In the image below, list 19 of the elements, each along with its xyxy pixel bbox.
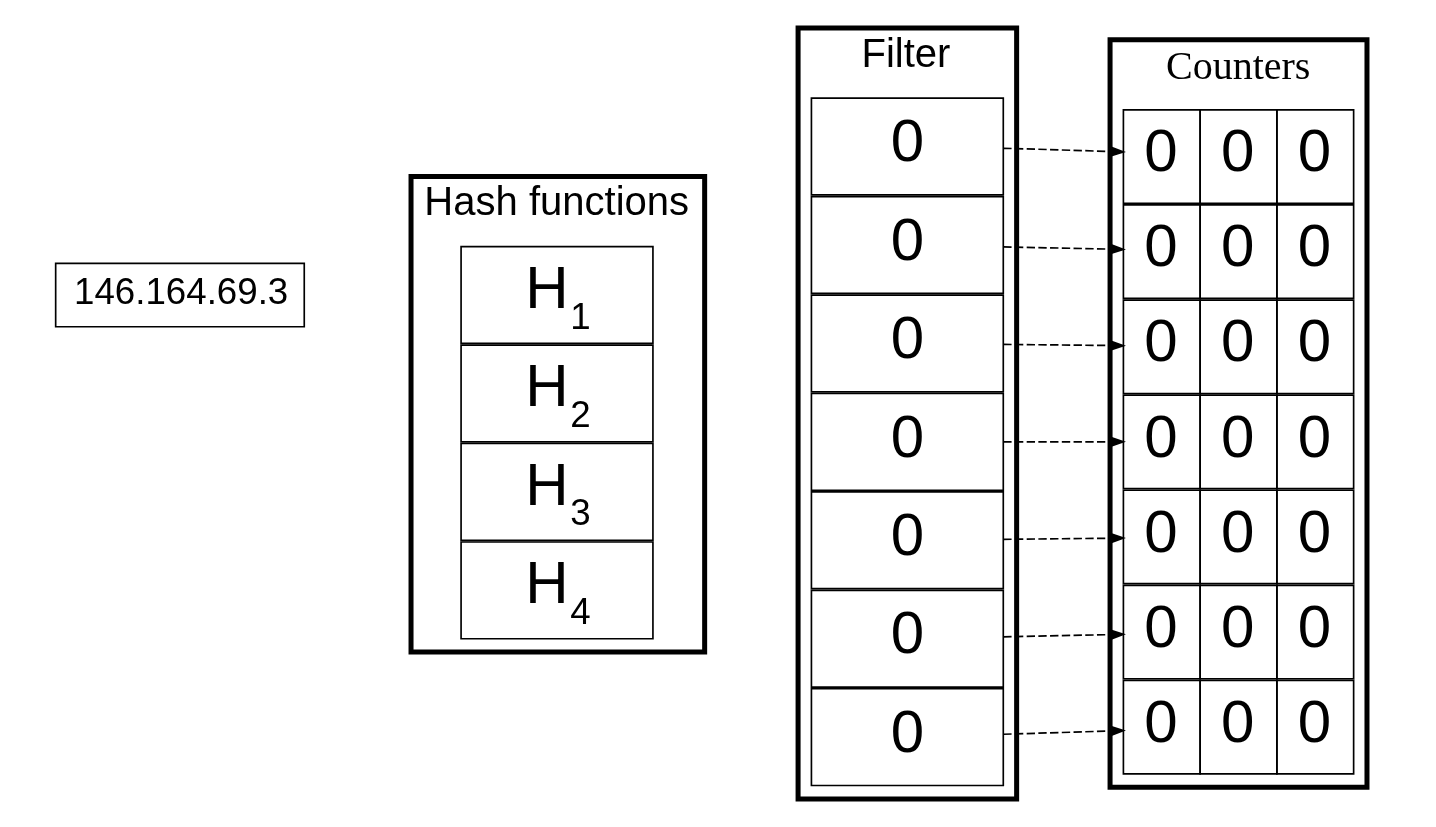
node-box: H$_{2}$ (460, 344, 654, 443)
arrow (1002, 725, 1126, 737)
node-box: 0 (810, 97, 1005, 196)
node-box: 0 (810, 687, 1005, 787)
arrow (1002, 243, 1126, 255)
node-box: H$_{3}$ (460, 442, 654, 542)
arrow (1002, 436, 1126, 448)
arrow (1002, 340, 1126, 351)
node-box: H$_{1}$ (460, 245, 654, 345)
node-box: 0 (810, 294, 1005, 393)
arrow (1002, 146, 1126, 157)
node-box: H$_{4}$ (460, 541, 654, 640)
node-box: 0 (810, 589, 1005, 688)
node-box: 0 (810, 195, 1005, 295)
node-box: 0 (810, 491, 1005, 590)
arrow (1002, 629, 1126, 640)
arrow (1002, 532, 1126, 544)
node-box: 146.164.69.3 (54, 262, 306, 328)
node-box: 0 (810, 392, 1005, 492)
